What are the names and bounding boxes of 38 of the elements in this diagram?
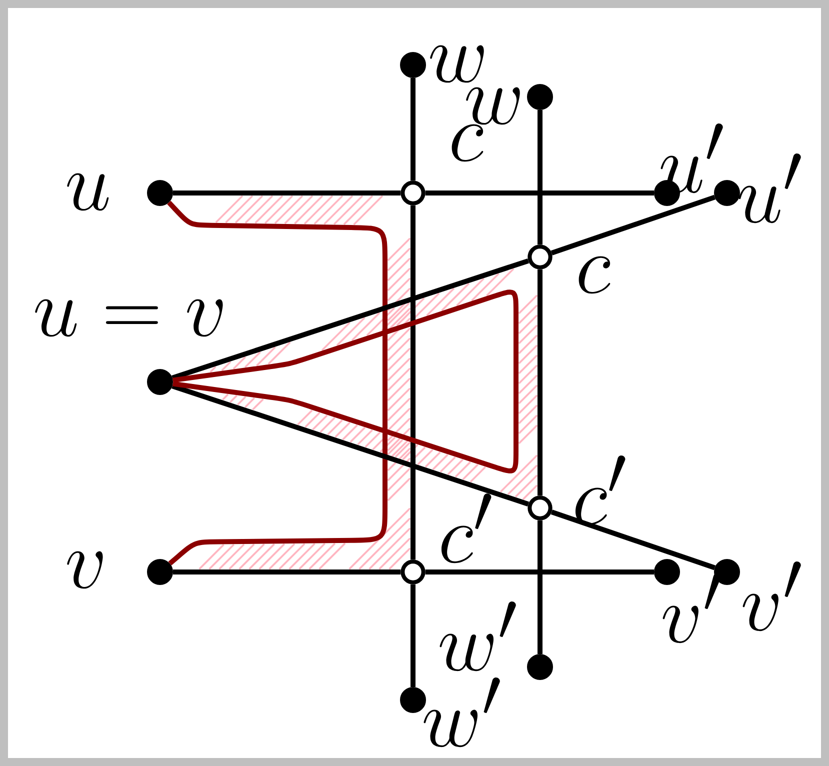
vertex-dot <box>147 368 173 395</box>
vertex-label: $c$ <box>578 256 610 294</box>
vertex-dot <box>527 654 553 680</box>
vertex-label: $c$ <box>452 124 484 162</box>
line <box>550 510 716 570</box>
line <box>172 258 530 380</box>
vertex-label: $w$ <box>466 87 520 125</box>
vertex-dot <box>527 84 553 110</box>
vertex-label: $w$ <box>430 45 484 83</box>
vertex-label: $v'$ <box>742 562 801 632</box>
line <box>538 110 542 245</box>
open-circle <box>400 560 426 584</box>
line <box>538 269 542 496</box>
curved-line <box>172 290 518 473</box>
line <box>410 205 416 560</box>
line <box>410 584 416 687</box>
open-circle <box>528 244 552 270</box>
vertex-label: $u$ <box>67 173 109 211</box>
vertex-dot <box>147 180 173 206</box>
line <box>410 78 416 181</box>
vertex-dot <box>147 558 173 585</box>
vertex-label: $c'$ <box>442 494 492 564</box>
vertex-label: $w'$ <box>424 678 500 748</box>
line <box>550 194 716 256</box>
vertex-label: $u'$ <box>738 154 801 224</box>
line <box>172 384 530 506</box>
line <box>425 190 654 196</box>
curved-line <box>167 200 388 566</box>
vertex-label: $u = v$ <box>35 299 223 337</box>
vertex-label: $w'$ <box>440 602 516 672</box>
line <box>425 569 654 574</box>
open-circle <box>528 496 552 520</box>
open-circle <box>400 180 426 206</box>
vertex-dot <box>400 52 426 78</box>
line <box>538 520 542 654</box>
vertex-label: $v$ <box>67 551 103 589</box>
line <box>173 190 401 196</box>
line <box>173 569 401 574</box>
